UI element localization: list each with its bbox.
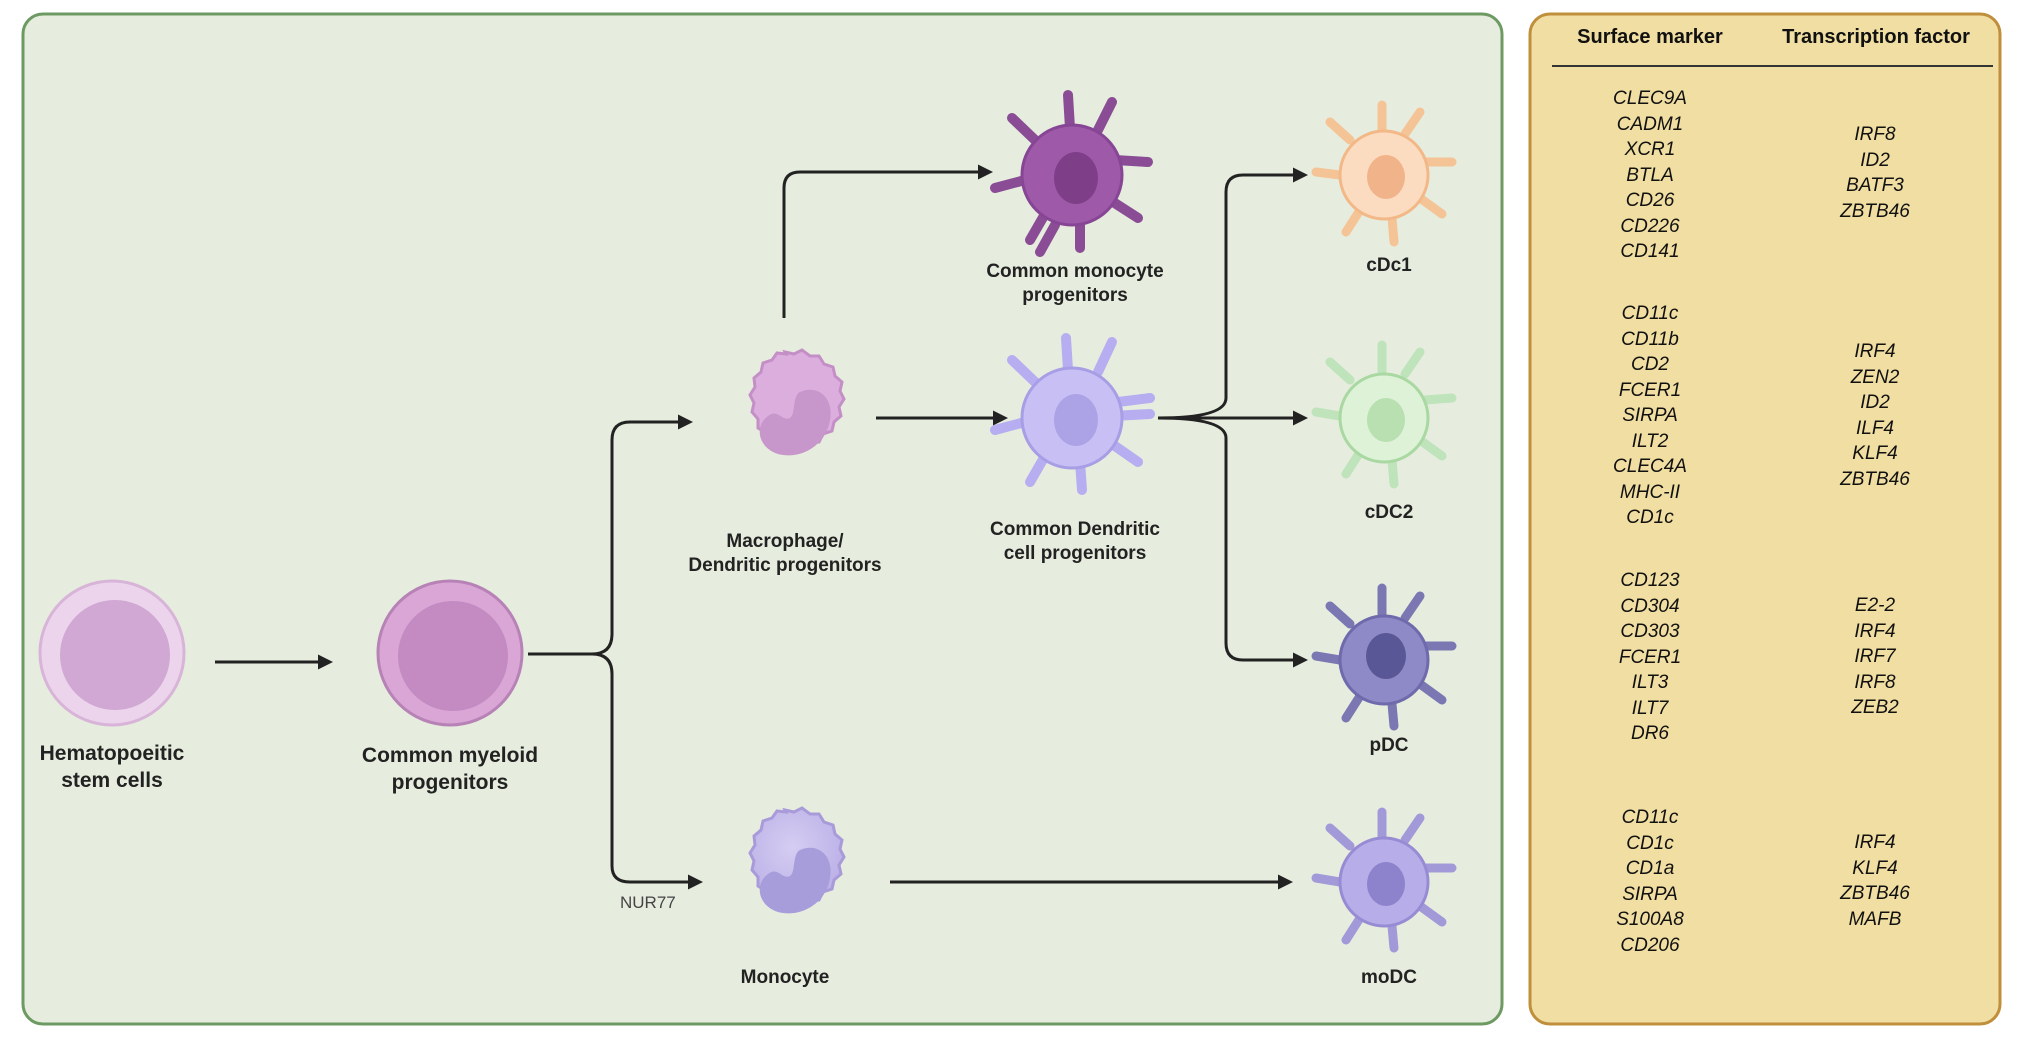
gene: CD303 <box>1620 621 1680 642</box>
transcription-factors-cdc2: IRF4 ZEN2 ID2 ILF4 KLF4 ZBTB46 <box>1800 339 1950 492</box>
arrow-mdp-to-cmop <box>782 164 993 318</box>
gene: CLEC4A <box>1613 456 1687 477</box>
arrow-cdp-to-cdc1 <box>1157 167 1308 420</box>
gene: IRF4 <box>1854 620 1896 642</box>
gene: IRF4 <box>1854 832 1896 853</box>
gene: KLF4 <box>1852 443 1898 464</box>
arrow-cmp-to-monocyte <box>591 652 703 890</box>
gene: CD11c <box>1621 807 1679 828</box>
lineage-panel <box>21 12 1504 1026</box>
cdp-cell-icon <box>990 333 1155 495</box>
header-surface-marker: Surface marker <box>1577 26 1723 48</box>
arrows <box>215 164 1308 890</box>
gene: ILT2 <box>1631 430 1669 452</box>
gene: ZBTB46 <box>1840 468 1910 490</box>
pdc-cell-icon <box>1311 583 1457 731</box>
label-mdp: Macrophage/ Dendritic progenitors <box>688 531 882 576</box>
label-nur77: NUR77 <box>620 893 676 912</box>
label-pdc: pDC <box>1369 735 1409 756</box>
gene: CADM1 <box>1616 113 1684 135</box>
header-transcription-factor: Transcription factor <box>1782 26 1970 48</box>
gene: ZBTB46 <box>1840 883 1910 904</box>
surface-markers-modc: CD11c CD1c CD1a SIRPA S100A8 CD206 <box>1575 805 1725 958</box>
arrow-cdp-to-pdc <box>1157 416 1308 668</box>
gene: IRF8 <box>1854 671 1896 693</box>
gene: CD123 <box>1620 570 1680 591</box>
cdc1-cell-icon <box>1311 100 1457 247</box>
arrow-cmp-branch <box>528 414 693 656</box>
gene: CD1a <box>1625 858 1675 879</box>
label-cdc1: cDc1 <box>1366 255 1412 276</box>
gene: CLEC9A <box>1613 88 1687 109</box>
gene: FCER1 <box>1618 646 1682 668</box>
gene: CD141 <box>1620 241 1680 262</box>
gene: ILT3 <box>1631 672 1669 693</box>
monocyte-cell-icon <box>748 806 846 914</box>
gene: SIRPA <box>1622 883 1678 905</box>
gene: ID2 <box>1860 392 1890 413</box>
gene: ILF4 <box>1855 417 1895 439</box>
gene: CD226 <box>1620 215 1680 237</box>
label-monocyte: Monocyte <box>740 967 830 988</box>
gene: IRF8 <box>1854 124 1896 145</box>
label-cmp: Common myeloid progenitors <box>361 744 539 794</box>
gene: ZBTB46 <box>1840 200 1910 222</box>
hsc-cell-icon <box>38 579 186 727</box>
gene: MAFB <box>1848 908 1902 930</box>
mdp-cell-icon <box>748 348 846 456</box>
gene: BTLA <box>1626 164 1674 186</box>
surface-markers-cdc1: CLEC9A CADM1 XCR1 BTLA CD26 CD226 CD141 <box>1575 86 1725 265</box>
label-cdc2: cDC2 <box>1364 502 1414 523</box>
marker-panel <box>1528 12 2002 1026</box>
cdc2-cell-icon <box>1311 340 1457 489</box>
gene: IRF7 <box>1854 646 1896 667</box>
gene: ZEB2 <box>1851 697 1899 718</box>
cmop-cell-icon <box>990 90 1153 257</box>
gene: CD1c <box>1626 832 1674 854</box>
gene: CD206 <box>1620 934 1680 956</box>
gene: ILT7 <box>1631 697 1669 719</box>
gene: CD304 <box>1620 595 1680 617</box>
gene: BATF3 <box>1846 175 1904 196</box>
gene: CD11c <box>1621 303 1679 324</box>
gene: SIRPA <box>1622 405 1678 426</box>
gene: MHC-II <box>1619 481 1681 503</box>
label-hsc: Hematopoeitic stem cells <box>39 742 185 792</box>
label-modc: moDC <box>1361 967 1417 988</box>
gene: ID2 <box>1860 149 1890 171</box>
gene: ZEN2 <box>1850 366 1900 388</box>
cmp-cell-icon <box>376 579 524 727</box>
transcription-factors-pdc: E2-2 IRF4 IRF7 IRF8 ZEB2 <box>1800 593 1950 721</box>
gene: S100A8 <box>1616 909 1684 930</box>
label-cmop: Common monocyte progenitors <box>986 261 1164 306</box>
transcription-factors-modc: IRF4 KLF4 ZBTB46 MAFB <box>1800 830 1950 932</box>
gene: CD1c <box>1626 507 1674 528</box>
gene: IRF4 <box>1854 341 1896 362</box>
gene: CD26 <box>1625 190 1675 211</box>
gene: XCR1 <box>1624 139 1676 160</box>
modc-cell-icon <box>1311 807 1457 953</box>
gene: CD11b <box>1621 328 1679 350</box>
gene: DR6 <box>1630 723 1669 744</box>
gene: FCER1 <box>1618 379 1682 401</box>
surface-markers-pdc: CD123 CD304 CD303 FCER1 ILT3 ILT7 DR6 <box>1575 568 1725 747</box>
surface-markers-cdc2: CD11c CD11b CD2 FCER1 SIRPA ILT2 CLEC4A … <box>1575 301 1725 531</box>
gene: CD2 <box>1630 354 1669 375</box>
label-cdp: Common Dendritic cell progenitors <box>990 519 1160 564</box>
gene: E2-2 <box>1854 595 1896 616</box>
transcription-factors-cdc1: IRF8 ID2 BATF3 ZBTB46 <box>1800 122 1950 224</box>
gene: KLF4 <box>1852 857 1898 879</box>
